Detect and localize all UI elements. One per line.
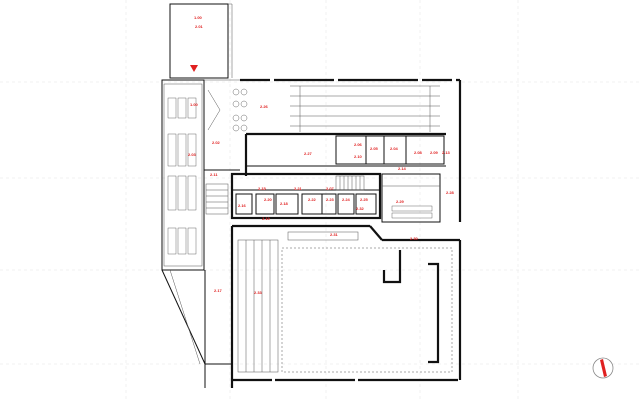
left-wing bbox=[161, 79, 240, 388]
room-label: 2.33 bbox=[254, 290, 263, 295]
room-label: 2.11 bbox=[210, 172, 218, 177]
room-label: 2.24 bbox=[342, 197, 351, 202]
entry-marker-icon bbox=[190, 65, 198, 72]
service-block bbox=[205, 172, 441, 223]
room-label: 2.14 bbox=[398, 166, 407, 171]
room-label: 1.00 bbox=[190, 102, 199, 107]
stairs bbox=[205, 175, 365, 215]
room-label: 2.13 bbox=[442, 150, 451, 155]
room-label: 2.03 bbox=[188, 152, 197, 157]
room-label: 2.05 bbox=[370, 146, 379, 151]
room-label: 2.16 bbox=[238, 203, 247, 208]
room-label: 2.17 bbox=[214, 288, 223, 293]
room-label: 2.26 bbox=[260, 104, 269, 109]
room-label: 2.02 bbox=[212, 140, 221, 145]
room-label: 2.09 bbox=[430, 150, 439, 155]
sports-hall bbox=[230, 224, 462, 388]
room-label: 2.30 bbox=[410, 236, 419, 241]
bowling-lanes bbox=[290, 85, 440, 132]
room-label: 2.28 bbox=[446, 190, 455, 195]
room-label: 2.25 bbox=[360, 197, 369, 202]
room-label: 2.27 bbox=[304, 151, 313, 156]
room-label: 2.08 bbox=[414, 150, 423, 155]
room-label: 2.04 bbox=[390, 146, 399, 151]
room-label: 2.15 bbox=[258, 186, 267, 191]
room-label: 2.19 bbox=[262, 216, 271, 221]
room-labels: 2.01 1.00 1.00 2.02 2.03 2.26 2.06 2.05 … bbox=[188, 15, 455, 295]
cafe-tables bbox=[207, 88, 248, 132]
room-label: 2.06 bbox=[354, 142, 363, 147]
room-label: 2.18 bbox=[280, 201, 289, 206]
room-label: 2.31 bbox=[330, 232, 339, 237]
room-label: 2.07 bbox=[326, 186, 335, 191]
seating-tables bbox=[167, 97, 197, 255]
top-annex bbox=[169, 3, 233, 79]
room-label: 2.29 bbox=[396, 199, 405, 204]
north-arrow-icon bbox=[592, 357, 614, 379]
tribune-seating bbox=[237, 231, 359, 373]
room-label: 2.10 bbox=[354, 154, 363, 159]
lockers bbox=[381, 173, 441, 223]
room-label: 2.01 bbox=[195, 24, 204, 29]
room-label: 2.32 bbox=[356, 206, 365, 211]
room-label: 2.23 bbox=[326, 197, 335, 202]
main-hall-top bbox=[204, 78, 462, 222]
room-label: 1.00 bbox=[194, 15, 203, 20]
room-label: 2.22 bbox=[308, 197, 317, 202]
room-label: 2.21 bbox=[294, 186, 303, 191]
room-label: 2.20 bbox=[264, 197, 273, 202]
